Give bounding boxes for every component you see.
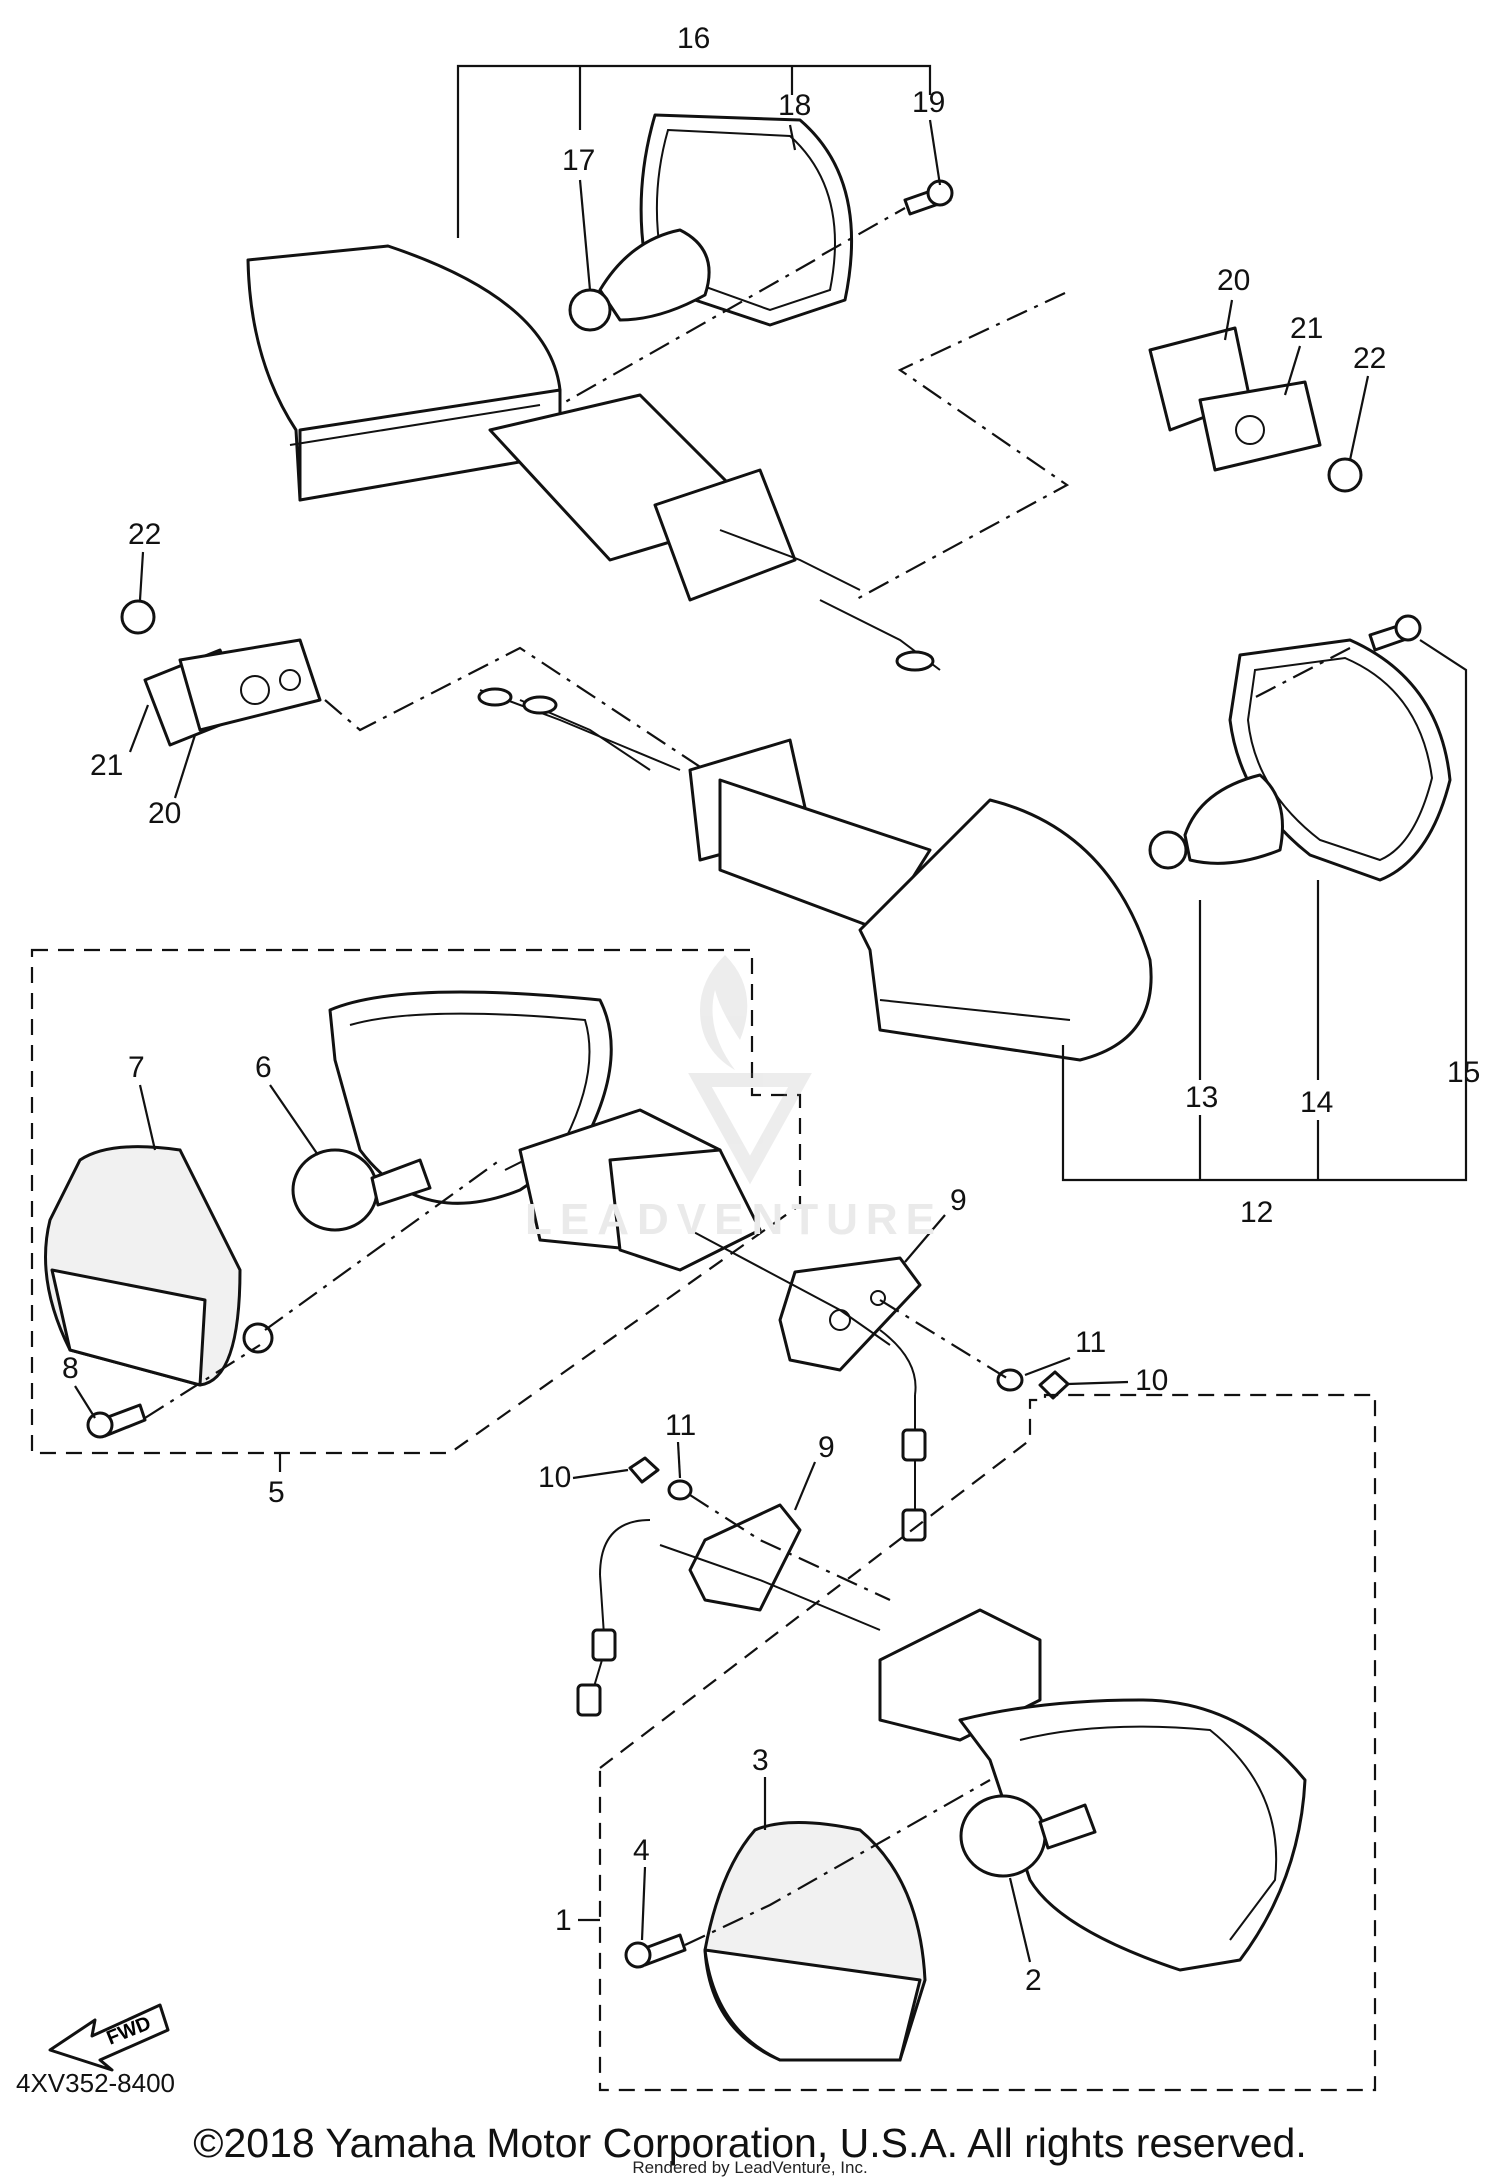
callout-9-upper: 9 [950,1184,967,1217]
front-turn-signal-assembly-left [30,948,1070,1542]
rear-turn-signal-assembly-top [246,64,1363,672]
callout-13: 13 [1185,1081,1218,1114]
callout-3: 3 [752,1744,769,1777]
callout-9-lower: 9 [818,1431,835,1464]
callout-12: 12 [1240,1196,1273,1229]
callout-18: 18 [778,89,811,122]
callout-11-upper: 11 [1075,1326,1106,1359]
leadventure-watermark-logo [688,955,812,1185]
callout-22-left: 22 [128,518,161,551]
callout-21-left: 21 [90,749,123,782]
forward-direction-arrow: FWD [48,2003,170,2072]
callout-5: 5 [268,1476,285,1509]
callout-14: 14 [1300,1086,1333,1119]
callout-22-right: 22 [1353,342,1386,375]
callout-11-lower: 11 [665,1409,696,1442]
callout-labels: 16 17 18 19 20 21 22 22 21 20 13 14 15 1… [62,22,1480,1997]
callout-10-upper: 10 [1135,1364,1168,1397]
callout-2: 2 [1025,1964,1042,1997]
callout-8: 8 [62,1352,79,1385]
callout-20-right: 20 [1217,264,1250,297]
callout-16: 16 [677,22,710,55]
front-turn-signal-assembly-right [576,1393,1377,2092]
callout-leader-lines [74,119,1370,1963]
callout-15: 15 [1447,1056,1480,1089]
rendered-by-note: Rendered by LeadVenture, Inc. [632,2158,868,2177]
copyright-notice: ©2018 Yamaha Motor Corporation, U.S.A. A… [193,2120,1307,2166]
callout-6: 6 [255,1051,272,1084]
callout-21-right: 21 [1290,312,1323,345]
callout-19: 19 [912,86,945,119]
callout-4: 4 [633,1834,650,1867]
diagram-code: 4XV352-8400 [16,2068,176,2098]
rear-turn-signal-assembly-middle [120,599,1468,1182]
callout-20-left: 20 [148,797,181,830]
callout-1: 1 [555,1904,572,1937]
watermark-text: LEADVENTURE [525,1195,944,1244]
callout-17: 17 [562,144,595,177]
callout-7: 7 [128,1051,145,1084]
callout-10-lower: 10 [538,1461,571,1494]
